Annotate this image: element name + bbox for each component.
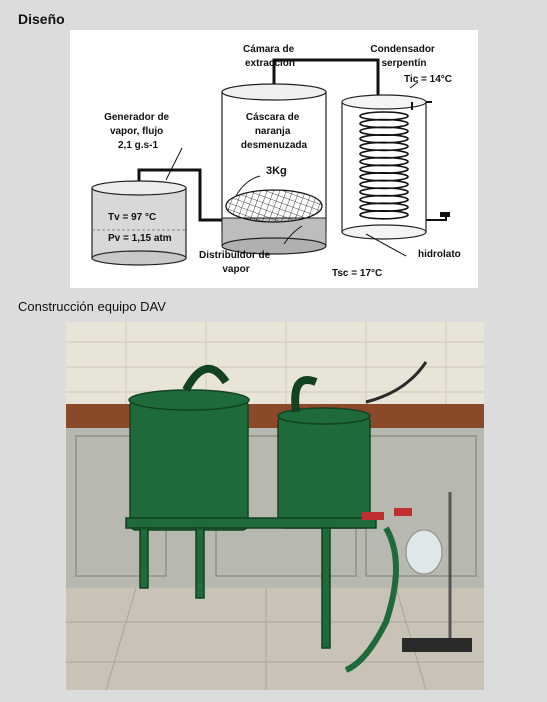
equipment-photo — [66, 322, 484, 690]
distributor-label: Distribuidor de vapor — [199, 250, 273, 275]
coil-loop — [359, 210, 409, 220]
mass-label: 3Kg — [266, 165, 287, 177]
equipment-photo-svg — [66, 322, 484, 690]
tic-label: Tic = 14°C — [404, 74, 452, 85]
tsc-label: Tsc = 17°C — [332, 268, 382, 279]
extraction-chamber — [221, 83, 327, 255]
condenser — [341, 94, 450, 240]
section-title-design: Diseño — [18, 11, 65, 27]
process-diagram: Generador de vapor, flujo 2,1 g.s-1 Tv =… — [70, 30, 478, 288]
condenser-label: Condensador serpentín — [370, 44, 437, 69]
chamber-label: Cámara de extracción — [243, 44, 297, 69]
steam-generator — [91, 180, 187, 266]
generator-label: Generador de vapor, flujo 2,1 g.s-1 — [104, 112, 172, 151]
peel-label: Cáscara de naranja desmenuzada — [241, 112, 308, 151]
diagram-svg: Generador de vapor, flujo 2,1 g.s-1 Tv =… — [91, 44, 461, 279]
hydrolate-label: hidrolato — [418, 249, 461, 260]
pv-label: Pv = 1,15 atm — [108, 233, 172, 244]
vapor-pipe — [272, 58, 380, 102]
section-title-construction: Construcción equipo DAV — [18, 299, 166, 314]
tv-label: Tv = 97 °C — [108, 212, 156, 223]
